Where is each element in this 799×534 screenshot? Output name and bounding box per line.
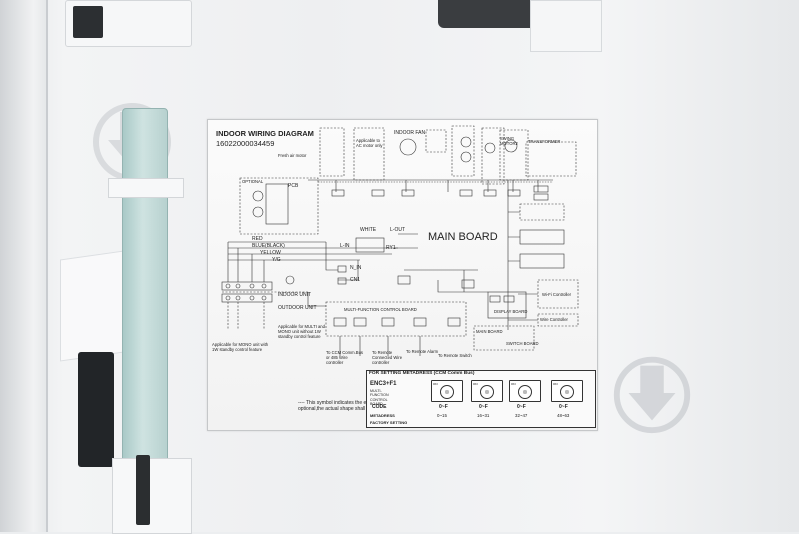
label-multi-board: MULTI-FUNCTION CONTROL BOARD bbox=[344, 307, 417, 312]
metadress-table: FOR SETTING METADRESS (CCM Comm Bus) ENC… bbox=[366, 370, 596, 428]
code-value: 0~F bbox=[559, 404, 568, 410]
label-multi-note: Applicable for MULTI and MONO unit witho… bbox=[278, 324, 325, 340]
label-outdoor-unit: OUTDOOR UNIT bbox=[278, 305, 317, 311]
latch-bracket bbox=[108, 178, 184, 198]
label-remote-conn: To Remote Connected Wire controller bbox=[372, 350, 403, 366]
label-remote-switch: To Remote Switch bbox=[438, 353, 472, 358]
code-value: 0~F bbox=[517, 404, 526, 410]
label-l-out: L-OUT bbox=[390, 227, 405, 233]
label-n-in: N_IN bbox=[350, 265, 362, 271]
label-yg: Y/G bbox=[272, 257, 281, 263]
diagram-code: 16022000034459 bbox=[216, 139, 275, 148]
label-wifi: Wi-Fi Controller bbox=[542, 292, 572, 297]
label-indoor-fan: INDOOR FAN bbox=[394, 130, 426, 136]
range-value: 0~15 bbox=[437, 413, 447, 418]
label-remote-alarm: To Remote Alarm bbox=[406, 349, 439, 354]
top-slot bbox=[73, 6, 103, 38]
code-label: CODE bbox=[372, 404, 387, 410]
diagram-title: INDOOR WIRING DIAGRAM bbox=[216, 129, 314, 138]
label-optional: OPTIONAL bbox=[242, 179, 264, 184]
latch-bracket bbox=[112, 458, 192, 534]
dip-switch: ON bbox=[509, 380, 541, 402]
label-yellow: YELLOW bbox=[260, 250, 281, 256]
label-blue-black: BLUE(BLACK) bbox=[252, 243, 285, 249]
main-board-label: MAIN BOARD bbox=[428, 231, 498, 243]
label-display-board: DISPLAY BOARD bbox=[494, 309, 528, 314]
foam-pad bbox=[60, 250, 124, 362]
label-transformer: TRANSFORMER bbox=[528, 139, 561, 144]
label-main-board-short: MAIN BOARD bbox=[476, 329, 503, 334]
down-arrow-circle-icon bbox=[613, 356, 691, 434]
enc-label: ENC3+F1 bbox=[370, 381, 397, 387]
range-value: 32~47 bbox=[515, 413, 528, 418]
label-l-in: L-IN bbox=[340, 243, 350, 249]
side-rail bbox=[0, 0, 48, 532]
label-white: WHITE bbox=[360, 227, 377, 233]
range-value: 48~63 bbox=[557, 413, 570, 418]
label-ccm: To CCM Comm.Bus or 485 Wire controller bbox=[326, 350, 363, 366]
code-value: 0~F bbox=[479, 404, 488, 410]
dip-switch: ON bbox=[551, 380, 583, 402]
label-switch-board: SWITCH BOARD bbox=[506, 341, 539, 346]
label-pcb: PCB bbox=[288, 183, 299, 189]
enc-sub-label: MULTI-FUNCTION CONTROL BOARD bbox=[370, 389, 389, 407]
dip-switch: ON bbox=[471, 380, 503, 402]
label-fresh-air: Fresh air motor bbox=[278, 153, 307, 158]
label-cn1: CN1 bbox=[350, 277, 361, 283]
metadress-label: METADRESS bbox=[370, 413, 395, 418]
metadress-title: FOR SETTING METADRESS (CCM Comm Bus) bbox=[369, 371, 475, 376]
dip-switch: ON bbox=[431, 380, 463, 402]
label-swing-motor2: SWING MOTOR2 bbox=[500, 136, 518, 147]
latch-slot bbox=[136, 455, 150, 525]
rail-edge bbox=[46, 0, 48, 532]
label-mono-note: Applicable for MONO unit with 1W standby… bbox=[212, 342, 269, 353]
wiring-schematic bbox=[221, 125, 579, 356]
label-applicable: Applicable to AC motor only bbox=[356, 138, 383, 149]
factory-setting-label: FACTORY SETTING bbox=[370, 420, 408, 425]
wiring-diagram-label: INDOOR WIRING DIAGRAM 16022000034459 MAI… bbox=[207, 119, 598, 431]
code-value: 0~F bbox=[439, 404, 448, 410]
label-ry1: RY1 bbox=[386, 245, 396, 251]
label-wire-controller: Wire Controller bbox=[540, 317, 568, 322]
label-red: RED bbox=[252, 236, 263, 242]
optional-note: ---- This symbol indicates the element i… bbox=[298, 400, 387, 412]
top-right-clip bbox=[530, 0, 602, 52]
range-value: 16~31 bbox=[477, 413, 490, 418]
left-slot bbox=[78, 352, 114, 467]
label-indoor-unit: INDOOR UNIT bbox=[278, 292, 312, 298]
